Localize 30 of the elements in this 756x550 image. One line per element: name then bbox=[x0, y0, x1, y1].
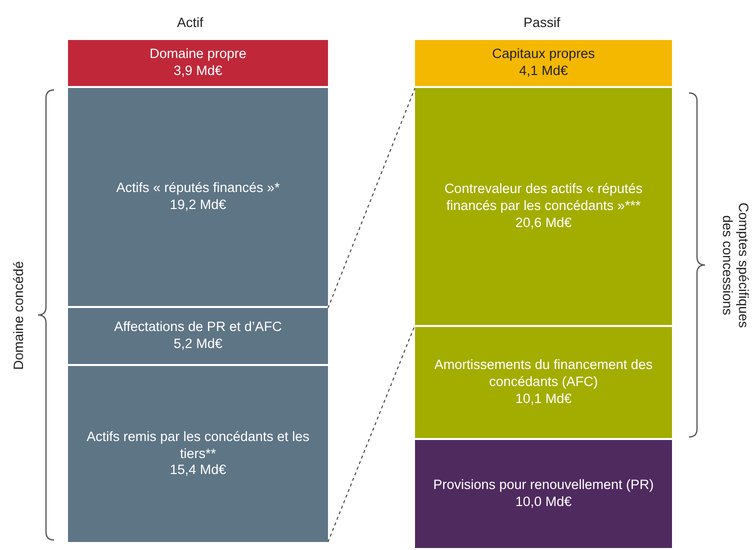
value-box bbox=[68, 40, 328, 86]
amount-text: 15,4 Md€ bbox=[170, 462, 226, 480]
column-heading: Passif bbox=[524, 14, 560, 30]
column-heading: Actif bbox=[177, 14, 204, 30]
value-box bbox=[68, 308, 328, 364]
brace-label: Comptes spécifiques des concessions bbox=[719, 202, 752, 330]
value-box bbox=[415, 327, 672, 438]
item-title: Amortissements du financement des concédants (AFC) bbox=[433, 357, 654, 391]
item-title: Affectations de PR et d’AFC bbox=[114, 319, 282, 336]
value-box bbox=[68, 366, 328, 542]
value-box bbox=[415, 40, 672, 86]
item-title: Contrevaleur des actifs « réputés financés par les concédants »*** bbox=[443, 181, 644, 215]
item-title: Provisions pour renouvellement (PR) bbox=[433, 477, 654, 494]
brace-label: Domaine concédé bbox=[10, 260, 26, 370]
amount-text: 20,6 Md€ bbox=[515, 214, 572, 232]
value-box bbox=[415, 88, 672, 325]
amount-text: 4,1 Md€ bbox=[519, 63, 568, 80]
dashed-connector bbox=[328, 324, 416, 542]
item-title: Actifs remis par les concédants et les tiers** bbox=[86, 428, 310, 462]
amount-text: 19,2 Md€ bbox=[170, 197, 226, 214]
value-box bbox=[68, 88, 328, 306]
item-title: Capitaux propres bbox=[492, 46, 595, 63]
dashed-connector bbox=[328, 88, 416, 308]
amount-text: 3,9 Md€ bbox=[174, 63, 222, 80]
value-box bbox=[415, 440, 672, 548]
item-title: Actifs « réputés financés »* bbox=[116, 180, 280, 197]
item-title: Domaine propre bbox=[150, 46, 246, 63]
amount-text: 10,1 Md€ bbox=[515, 390, 572, 408]
amount-text: 10,0 Md€ bbox=[515, 494, 572, 511]
amount-text: 5,2 Md€ bbox=[174, 336, 222, 353]
